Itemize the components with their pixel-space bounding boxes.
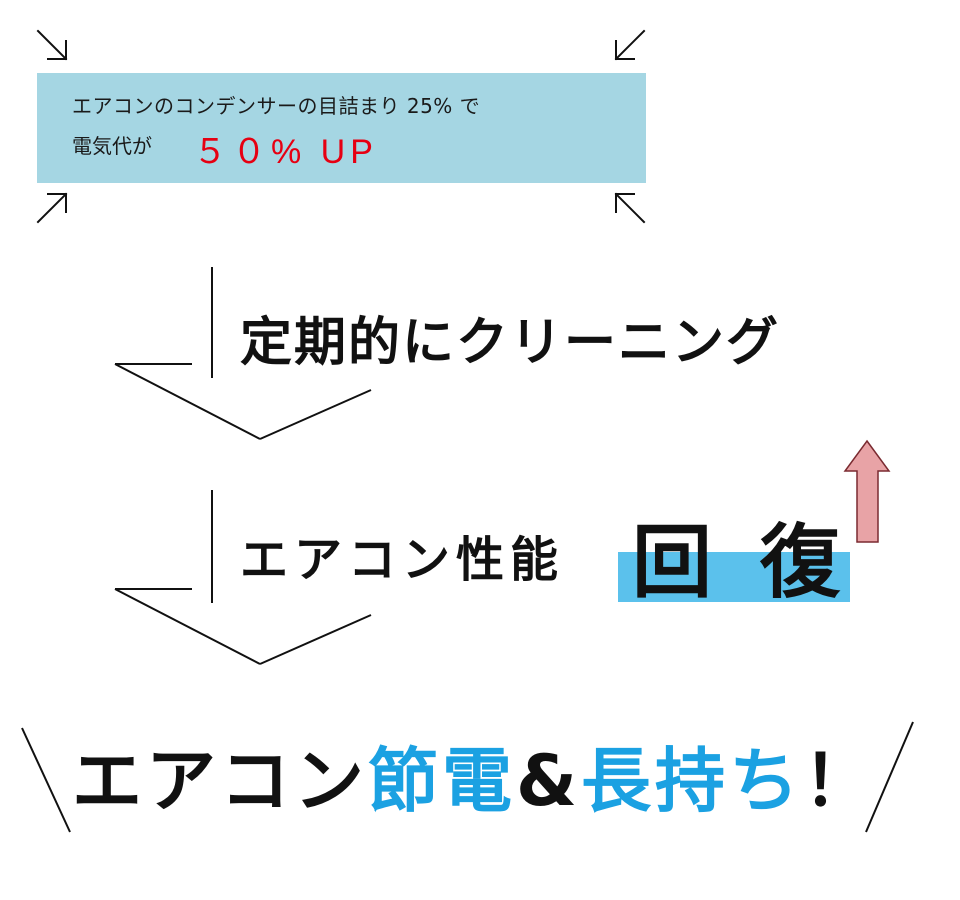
final-ampersand: & — [516, 740, 582, 822]
down-chevron-icon — [114, 267, 372, 440]
info-line2-prefix: 電気代が — [72, 134, 152, 158]
right-slash — [865, 721, 914, 833]
info-box — [37, 73, 646, 183]
recover-text: 回復 — [632, 516, 888, 609]
info-line1: エアコンのコンデンサーの目詰まり 25% で — [72, 94, 481, 118]
corner-arrow-icon — [614, 192, 646, 224]
left-slash — [21, 727, 71, 833]
final-exclamation: ！ — [803, 740, 878, 822]
step-cleaning: 定期的にクリーニング — [240, 313, 781, 373]
final-message: エアコン節電&長持ち！ — [72, 725, 877, 826]
final-power-saving: 節電 — [368, 740, 516, 822]
info-highlight: ５０% UP — [193, 133, 378, 171]
corner-arrow-icon — [614, 29, 646, 61]
corner-arrow-icon — [36, 192, 68, 224]
recover-highlight-bar — [618, 552, 850, 602]
corner-arrow-icon — [36, 29, 68, 61]
down-chevron-icon — [114, 490, 372, 665]
up-arrow-icon — [843, 439, 891, 543]
final-aircon: エアコン — [72, 740, 368, 822]
final-long-lasting: 長持ち — [581, 740, 804, 822]
step-performance: エアコン性能 — [240, 532, 565, 588]
